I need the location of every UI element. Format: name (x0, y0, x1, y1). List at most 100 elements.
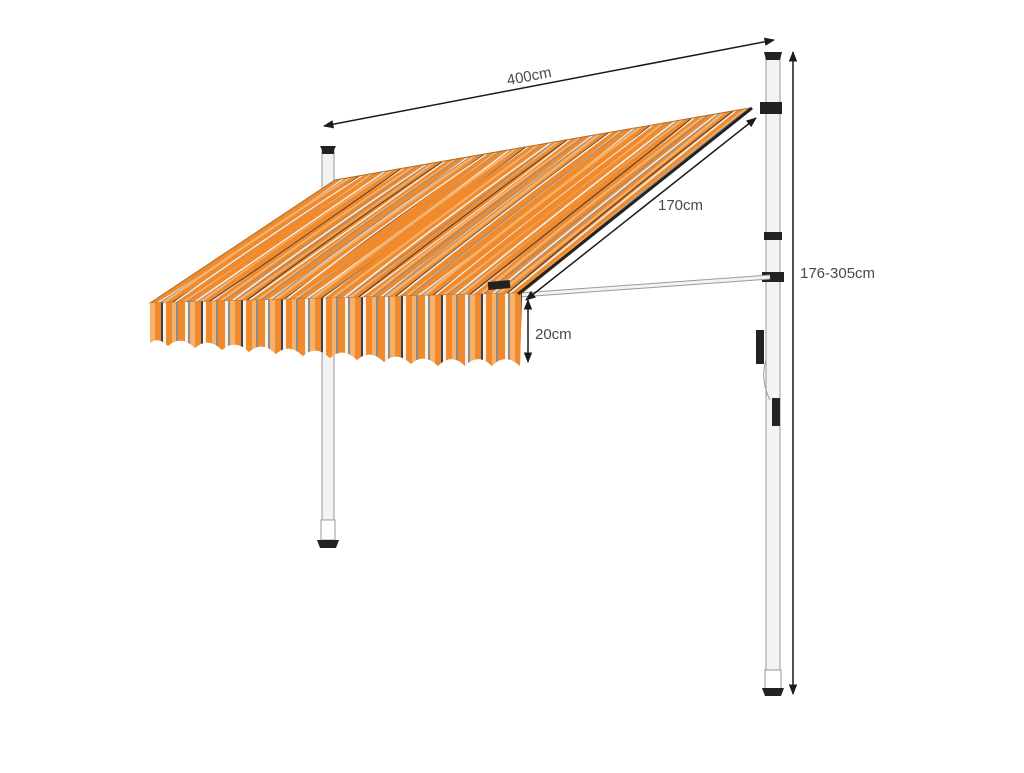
valance-stripe (412, 293, 416, 366)
awning-valance (150, 288, 526, 370)
canopy-stripe (454, 120, 678, 295)
valance-stripe (201, 293, 203, 366)
valance-stripe (401, 293, 403, 366)
valance-stripe (470, 293, 475, 366)
valance-stripe (492, 293, 496, 366)
valance-stripe (523, 288, 526, 370)
valance-stripe (225, 293, 228, 366)
projection-label: 170cm (658, 197, 703, 214)
valance-stripe (390, 293, 395, 366)
canopy-stripe (287, 152, 495, 300)
valance-stripe (281, 293, 283, 366)
canopy-stripe (324, 145, 537, 299)
canopy-stripe (176, 173, 371, 303)
valance-stripe (508, 293, 510, 366)
width-dimension: 400cm (322, 37, 776, 129)
valance-stripe (515, 293, 521, 366)
canopy-stripe (270, 156, 472, 300)
valance-stripe (235, 293, 241, 366)
valance-stripe (195, 293, 201, 366)
valance-stripe (252, 293, 256, 366)
valance-label: 20cm (535, 326, 572, 343)
valance-stripe (468, 293, 470, 366)
valance-stripe (321, 293, 323, 366)
valance-stripe (521, 293, 522, 366)
valance-stripe (212, 293, 216, 366)
canopy-stripe (357, 139, 569, 298)
valance-stripe (336, 293, 338, 366)
canopy-stripe (351, 139, 567, 298)
valance-stripe (270, 293, 275, 366)
projection-dimension: 170cm (525, 117, 757, 301)
valance-stripe (486, 293, 492, 366)
valance-stripe (446, 293, 452, 366)
valance-stripe (265, 293, 268, 366)
valance-stripe (296, 293, 298, 366)
valance-stripe (366, 293, 372, 366)
canopy-stripe (203, 168, 401, 302)
canopy-stripe (181, 173, 375, 303)
valance-stripe (166, 293, 172, 366)
canopy-stripe (247, 160, 448, 301)
valance-stripe (406, 293, 412, 366)
width-label: 400cm (505, 64, 552, 89)
valance-stripe (292, 293, 296, 366)
valance-stripe (228, 293, 230, 366)
canopy-stripe (463, 118, 691, 295)
valance-stripe (481, 293, 483, 366)
canopy-stripe (342, 142, 553, 298)
height-label: 176-305cm (800, 265, 875, 282)
canopy-stripe (222, 165, 418, 302)
valance-stripe (363, 293, 366, 366)
valance-stripe (283, 293, 286, 366)
valance-stripe (176, 293, 178, 366)
canopy-stripe (298, 149, 509, 299)
valance-stripe (206, 293, 212, 366)
canopy-stripe (161, 176, 353, 303)
valance-stripe (155, 293, 161, 366)
valance-stripe (348, 293, 350, 366)
valance-stripe (305, 293, 308, 366)
valance-stripe (376, 293, 378, 366)
valance-stripe (275, 293, 281, 366)
valance-stripe (456, 293, 458, 366)
valance-stripe (308, 293, 310, 366)
canopy-stripe (233, 163, 431, 301)
canopy-stripe (382, 134, 597, 297)
valance-stripe (355, 293, 361, 366)
valance-stripe (326, 293, 332, 366)
canopy-stripe (150, 178, 343, 303)
canopy-stripe (305, 149, 512, 299)
valance-stripe (465, 293, 468, 366)
canopy-stripe (408, 129, 626, 297)
valance-stripe (441, 293, 443, 366)
canopy-stripe (371, 136, 584, 298)
valance-stripe (310, 293, 315, 366)
valance-stripe (510, 293, 515, 366)
height-dimension: 176-305cm (788, 50, 875, 696)
canopy-stripe (235, 162, 436, 301)
canopy-stripe (173, 174, 365, 303)
canopy-stripe (245, 161, 444, 301)
valance-stripe (315, 293, 321, 366)
canopy-stripe (284, 153, 489, 300)
valance-stripe (505, 293, 508, 366)
canopy-stripe (187, 171, 384, 302)
canopy-stripe (193, 171, 387, 302)
valance-stripe (332, 293, 336, 366)
valance-stripe (416, 293, 418, 366)
valance-stripe (496, 293, 498, 366)
valance-stripe (172, 293, 176, 366)
canopy-stripe (330, 144, 541, 299)
valance-stripe (425, 293, 428, 366)
canopy-stripe (259, 158, 460, 301)
valance-stripe (475, 293, 481, 366)
canopy-stripe (261, 157, 467, 300)
valance-stripe (190, 293, 195, 366)
valance-stripe (161, 293, 163, 366)
valance-stripe (185, 293, 188, 366)
valance-stripe (452, 293, 456, 366)
canopy-stripe (208, 168, 403, 302)
valance-stripe (361, 293, 363, 366)
